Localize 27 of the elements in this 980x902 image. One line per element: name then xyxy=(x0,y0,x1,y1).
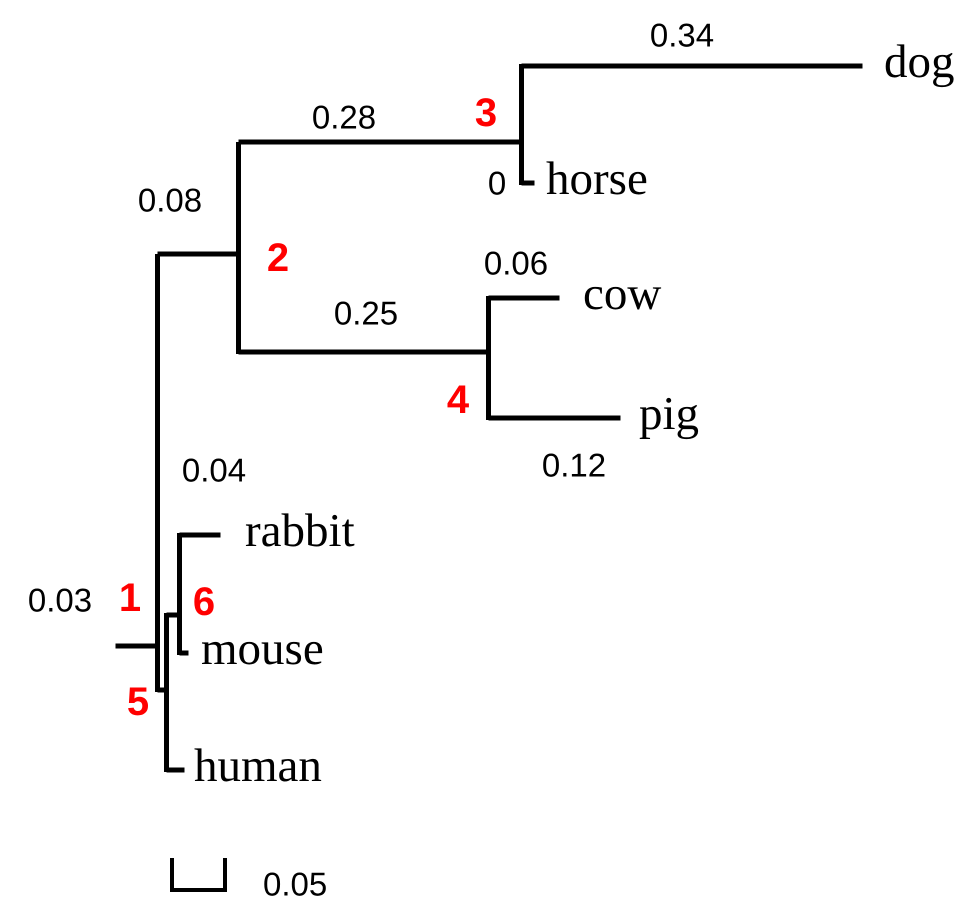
taxon-label: mouse xyxy=(186,625,324,673)
tree-branch xyxy=(166,612,180,618)
node-number: 4 xyxy=(446,380,470,420)
tree-branch xyxy=(158,688,166,692)
taxon-label: cow xyxy=(557,270,662,318)
taxon-label: human xyxy=(182,742,322,790)
node-number: 1 xyxy=(118,578,142,618)
tree-branch xyxy=(522,64,862,68)
tree-branch xyxy=(522,180,534,186)
scale-label: 0.05 xyxy=(263,868,328,900)
taxon-label: horse xyxy=(532,155,648,203)
tree-branch xyxy=(238,350,488,354)
tree-branch xyxy=(166,768,184,772)
tree-branch xyxy=(238,140,522,144)
taxon-label: dog xyxy=(860,38,954,86)
node-number: 6 xyxy=(192,582,216,622)
taxon-label: rabbit xyxy=(218,507,355,555)
node-number: 2 xyxy=(266,238,290,278)
tree-branch xyxy=(488,296,560,300)
tree-branch xyxy=(158,252,238,256)
tree-branch xyxy=(180,650,188,656)
taxon-label: pig xyxy=(618,390,700,438)
tree-branch xyxy=(116,644,158,648)
node-number: 5 xyxy=(126,682,150,722)
tree-branch xyxy=(180,532,220,538)
tree-branch xyxy=(488,416,620,420)
node-number: 3 xyxy=(474,93,498,133)
